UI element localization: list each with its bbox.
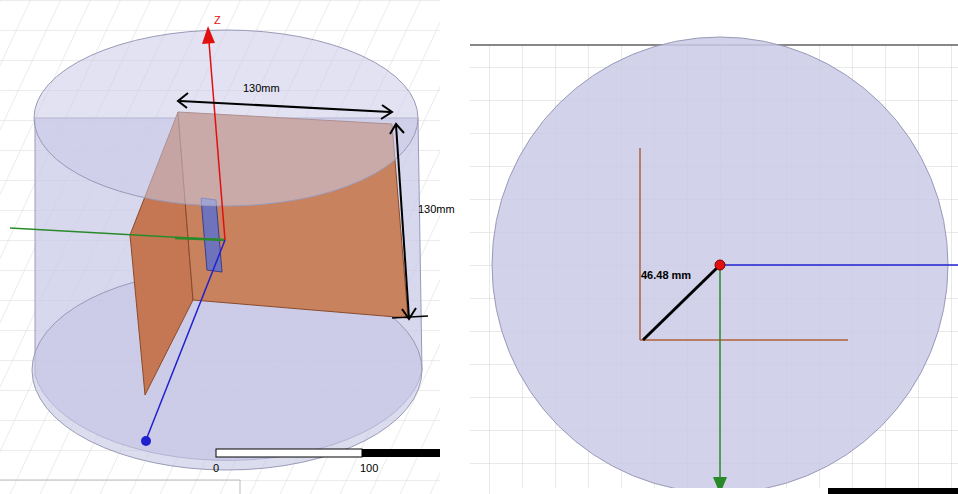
axis-dot bbox=[715, 260, 725, 270]
dimension-label: 130mm bbox=[418, 203, 455, 215]
plate-edge bbox=[639, 148, 641, 340]
scale-bar bbox=[216, 449, 362, 457]
grid bbox=[0, 0, 440, 494]
gap bbox=[440, 0, 452, 494]
axis-label: Z bbox=[214, 14, 221, 26]
y-axis bbox=[719, 265, 721, 478]
scale-bar bbox=[510, 488, 958, 494]
feed-block bbox=[201, 198, 222, 272]
y-axis bbox=[175, 238, 225, 240]
dimension-label: 46.48 mm bbox=[641, 269, 691, 281]
z-axis bbox=[209, 42, 225, 240]
extension-line bbox=[392, 316, 428, 318]
arrow-head bbox=[381, 105, 392, 119]
scale-bar bbox=[828, 488, 958, 494]
arrow-head bbox=[390, 124, 404, 134]
plate-edge bbox=[640, 339, 848, 341]
x-axis bbox=[720, 264, 958, 266]
scale-label: 100 bbox=[360, 462, 378, 474]
cylinder-top bbox=[34, 30, 418, 206]
dimension-label: 130mm bbox=[243, 82, 280, 94]
dimension-line bbox=[180, 101, 390, 112]
arrow-head bbox=[202, 26, 215, 44]
scale-bar bbox=[362, 449, 440, 457]
dimension-line bbox=[396, 125, 409, 318]
panel-edge bbox=[0, 480, 240, 481]
panel-edge bbox=[240, 480, 241, 494]
scale-label: 0 bbox=[213, 462, 219, 474]
x-axis bbox=[146, 240, 225, 440]
y-axis bbox=[10, 228, 225, 240]
axis-dot bbox=[141, 436, 151, 446]
arrow-head bbox=[178, 93, 188, 108]
